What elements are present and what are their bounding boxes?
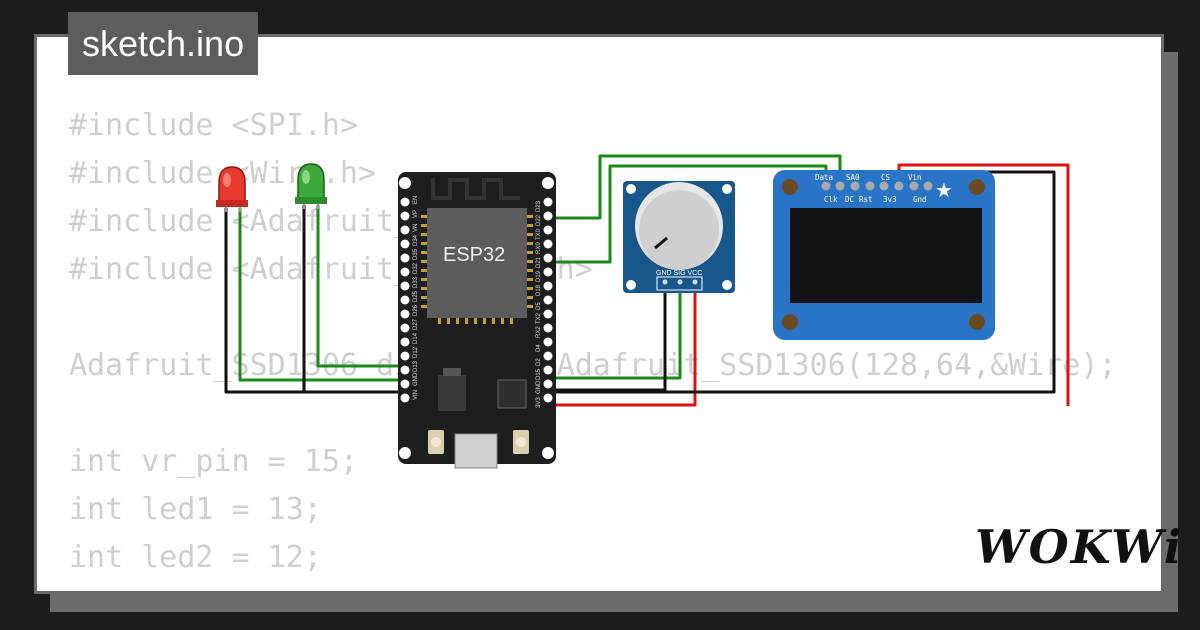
oled-display[interactable]: ★ Data SA0 CS Vin Clk DC Rst 3v3 Gnd xyxy=(773,170,995,340)
oled-pin-label: Vin xyxy=(908,173,922,182)
esp32-pin-label: 3V3 xyxy=(536,397,542,408)
esp32-pin-label: VN xyxy=(413,224,419,232)
esp32-pin-label: D4 xyxy=(536,344,542,352)
esp32-pin-label: VP xyxy=(413,210,419,218)
code-line: #include <SPI.h> xyxy=(69,108,358,143)
potentiometer-knob[interactable] xyxy=(639,190,719,270)
esp32-pin-label: RX0 xyxy=(536,242,542,254)
star-icon: ★ xyxy=(935,180,953,202)
code-line: int vr_pin = 15; xyxy=(69,444,358,479)
oled-pin-label: CS xyxy=(881,173,891,182)
esp32-pin-label: D12 xyxy=(413,346,419,358)
led-red[interactable] xyxy=(216,166,248,212)
esp32-pin-label: RX2 xyxy=(536,326,542,338)
oled-pin-label: 3v3 xyxy=(883,195,897,204)
wire-pot-gnd xyxy=(548,282,667,392)
esp32-pin-label: D19 xyxy=(536,270,542,282)
code-line: int led2 = 12; xyxy=(69,540,322,575)
esp32-pin-label: TX2 xyxy=(536,312,542,324)
esp32-pin-label: D5 xyxy=(536,302,542,310)
led-green[interactable] xyxy=(295,163,327,209)
wire-led1-gnd xyxy=(224,208,408,394)
oled-pin-label: SA0 xyxy=(846,173,860,182)
code-line: void setup() { xyxy=(69,582,1117,591)
esp32-pin-label: GND xyxy=(413,372,419,386)
esp32-pin-label: D33 xyxy=(413,276,419,288)
code-line: int led1 = 13; xyxy=(69,492,322,527)
potentiometer-pin-labels: GND SIG VCC xyxy=(656,270,702,277)
oled-pin-label: Rst xyxy=(859,195,873,204)
esp32-pin-label: D32 xyxy=(413,262,419,274)
file-title-tab: sketch.ino xyxy=(68,12,259,75)
esp32-pin-label: D14 xyxy=(413,332,419,344)
esp32-pin-label: EN xyxy=(413,196,419,204)
esp32-board[interactable]: ESP32 xyxy=(398,172,556,469)
esp32-label: ESP32 xyxy=(443,244,505,266)
esp32-pin-label: D34 xyxy=(413,234,419,246)
esp32-pin-label: D18 xyxy=(536,284,542,296)
wire-led2-signal xyxy=(316,205,408,368)
wokwi-logo: WOKWi xyxy=(975,520,1184,574)
potentiometer[interactable]: GND SIG VCC xyxy=(623,181,735,293)
esp32-pin-label: D21 xyxy=(536,256,542,268)
oled-pin-label: DC xyxy=(845,195,854,204)
esp32-pin-label: D26 xyxy=(413,304,419,316)
esp32-pin-label: D15 xyxy=(536,368,542,380)
esp32-pin-label: GND xyxy=(536,380,542,394)
esp32-pin-label: D25 xyxy=(413,290,419,302)
esp32-pin-label: D35 xyxy=(413,248,419,260)
wire-oled-sda xyxy=(548,154,842,220)
esp32-pin-label: D22 xyxy=(536,214,542,226)
oled-pin-label: Data xyxy=(815,173,833,182)
oled-pin-label: Gnd xyxy=(913,195,927,204)
oled-pin-label: Clk xyxy=(824,195,838,204)
wire-pot-vcc xyxy=(548,282,697,407)
esp32-pin-label: TX0 xyxy=(536,228,542,240)
wire-led1-signal xyxy=(238,208,408,382)
esp32-pin-label: D13 xyxy=(413,360,419,372)
esp32-pin-label: D23 xyxy=(536,200,542,212)
oled-screen xyxy=(790,208,982,303)
wire-pot-sig xyxy=(548,282,682,380)
esp32-pin-label: VIN xyxy=(413,390,419,400)
esp32-pin-label: D2 xyxy=(536,358,542,366)
esp32-pin-label: D27 xyxy=(413,318,419,330)
